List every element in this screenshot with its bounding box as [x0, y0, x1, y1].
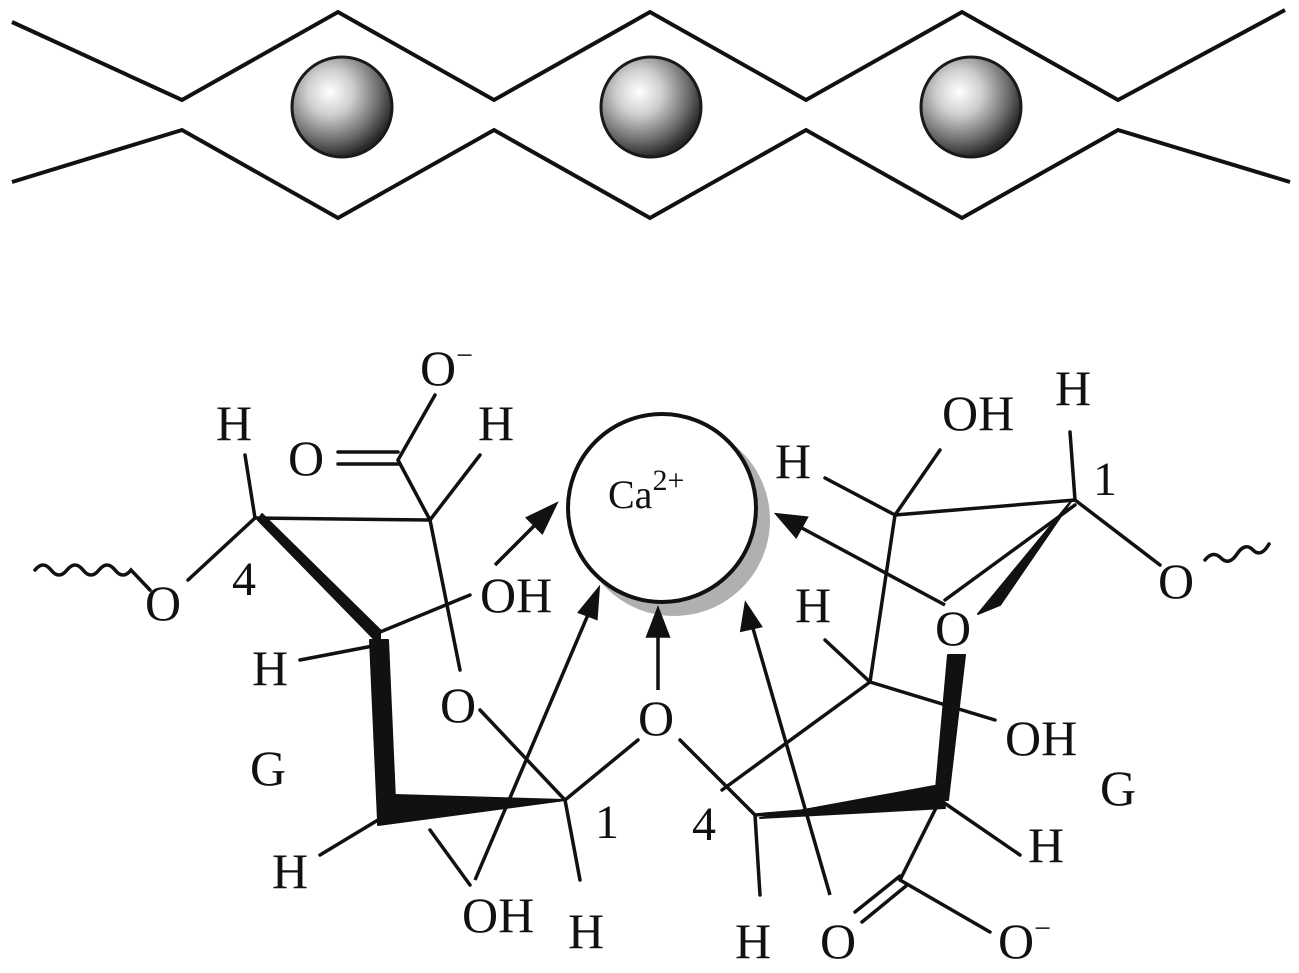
- bond-c3-c4-cross-right: [720, 680, 872, 792]
- bond-c2-c1-right: [893, 498, 1077, 517]
- arrow-bottom-oh-head: [577, 584, 601, 621]
- o-minus-bottom-right: O−: [998, 912, 1051, 968]
- wedge-c4-c3-left: [257, 513, 381, 646]
- h-mid-right: H: [795, 577, 831, 633]
- bond-c-oh-bottom-left: [428, 828, 472, 887]
- bond-c5-ring-o-left: [428, 518, 462, 672]
- wedge-c4-c5-right: [759, 784, 946, 819]
- o-carbonyl-right: O: [820, 913, 856, 968]
- arrow-bottom-oh-shaft: [473, 609, 592, 881]
- bond-ring-o-ca-right: [943, 503, 1077, 602]
- o-chain-left: O: [145, 575, 181, 631]
- upper-chain-line: [11, 8, 1286, 103]
- h-top-right: H: [1055, 360, 1091, 416]
- arrow-ring-o-right-shaft: [799, 525, 946, 607]
- bond-h-c4-left: [243, 453, 257, 520]
- bond-carboxyl-o-minus-right: [898, 878, 992, 934]
- bond-c3-h-left: [428, 453, 482, 522]
- h-upper-mid-left: H: [478, 395, 514, 451]
- calcium-ion: Ca2+: [566, 412, 770, 616]
- bond-c2-oh-right: [893, 448, 942, 517]
- wedge-c2-c1-left: [377, 794, 566, 826]
- h-mid-left: H: [252, 640, 288, 696]
- oh-mid-left: OH: [480, 567, 552, 623]
- bond-c1-h-left: [563, 798, 582, 882]
- oh-top-right: OH: [942, 385, 1014, 441]
- bond-ring-o-c1-left: [478, 708, 567, 802]
- position-4-right: 4: [692, 798, 716, 851]
- bond-c2-h-right: [823, 476, 897, 517]
- lower-chain-line: [11, 127, 1291, 221]
- bond-carboxyl-c-o-minus-left: [396, 393, 437, 462]
- bond-carboxyl-double-2-right: [860, 884, 908, 924]
- position-1-right: 1: [1093, 453, 1117, 506]
- bond-c3-c5-left: [396, 458, 432, 522]
- o-glycosidic: O: [638, 690, 674, 746]
- arrow-carboxylate-right-shaft: [750, 624, 832, 896]
- residue-g-right: G: [1100, 760, 1136, 816]
- bond-h-c2-left: [298, 643, 380, 662]
- h-lower-left: H: [272, 843, 308, 899]
- egg-box-schematic: [11, 8, 1291, 221]
- arrow-oh-left-head: [525, 501, 559, 535]
- calcium-ball-1: [290, 55, 394, 159]
- o-ring-right: O: [935, 600, 971, 656]
- atom-labels: O− O H H O 4 OH H O G H OH 1 H O 4 H O O…: [145, 339, 1194, 969]
- h-top-left: H: [216, 395, 252, 451]
- o-chain-right: O: [1158, 553, 1194, 609]
- bond-c3-c2-right: [868, 513, 897, 684]
- o-ring-left: O: [440, 677, 476, 733]
- bond-c4-c3-left: [253, 516, 432, 522]
- arrow-glycosidic-o-head: [645, 605, 671, 638]
- o-minus-top-left: O−: [420, 339, 473, 396]
- h-upper-mid-right: H: [775, 433, 811, 489]
- wedge-c5-o-right: [934, 654, 966, 801]
- bond-c1-o-right: [1073, 498, 1162, 567]
- h-bottom-right: H: [735, 913, 771, 968]
- position-1-left: 1: [595, 796, 619, 849]
- bond-carboxyl-double-1-right: [853, 874, 902, 914]
- bond-c1-glycosidic-o: [563, 738, 640, 802]
- calcium-ion-balls: [290, 55, 1023, 159]
- bond-o-left-c4: [186, 516, 257, 582]
- arrow-oh-left-shaft: [493, 518, 542, 567]
- oh-bottom-left: OH: [462, 887, 534, 943]
- wedge-c1-ring-o-right: [977, 499, 1073, 615]
- o-carbonyl-left: O: [288, 430, 324, 486]
- bond-c5-carboxyl-right: [898, 798, 942, 882]
- bond-c5-h-right: [938, 798, 1022, 857]
- residue-g-left: G: [250, 740, 286, 796]
- bond-c4-h-right: [753, 813, 762, 897]
- arrow-carboxylate-right-head: [739, 600, 763, 633]
- arrow-ring-o-right-head: [773, 512, 809, 540]
- left-wavy-chain: [33, 563, 152, 592]
- bond-c-h-bottom-left: [318, 818, 380, 857]
- bond-c3-oh-right: [868, 680, 997, 722]
- bond-c1-h-right: [1068, 430, 1077, 502]
- calcium-ion-circle: [566, 412, 758, 604]
- bond-c3-h-right: [823, 638, 872, 684]
- h-lower-right: H: [1028, 817, 1064, 873]
- bond-glycosidic-o-c4: [678, 738, 757, 817]
- calcium-ion-label: Ca2+: [608, 464, 684, 517]
- position-4-left: 4: [232, 553, 256, 606]
- oh-mid-right: OH: [1005, 710, 1077, 766]
- coordination-arrows: [473, 501, 946, 896]
- calcium-ball-3: [919, 55, 1023, 159]
- h-bottom-left: H: [568, 903, 604, 959]
- right-wavy-chain: [1203, 542, 1271, 563]
- wedge-c3-c2-left: [369, 639, 396, 821]
- bond-c2-oh-left: [378, 593, 472, 634]
- calcium-ball-2: [599, 55, 703, 159]
